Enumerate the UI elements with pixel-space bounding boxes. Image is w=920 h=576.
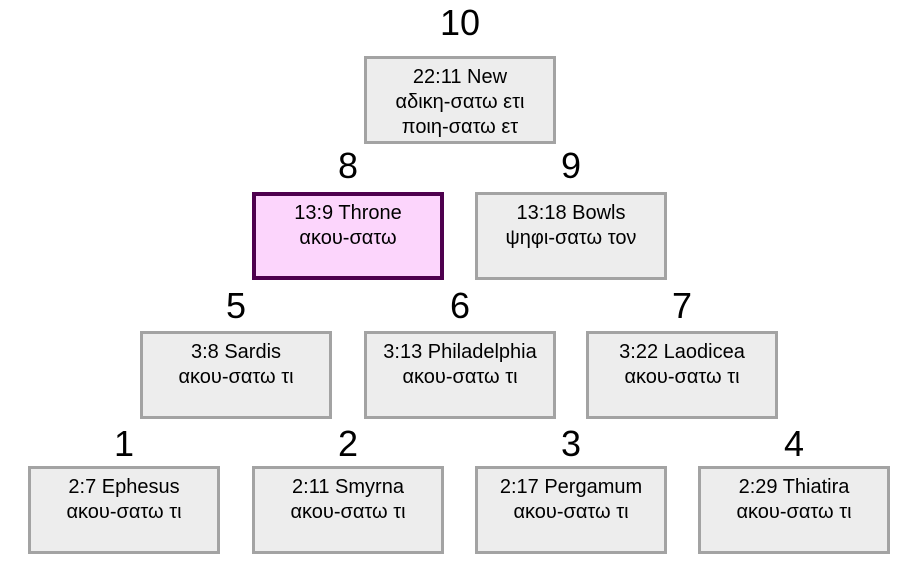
- node-number-2: 2: [337, 423, 359, 464]
- node-reference: 22:11 New: [412, 66, 508, 88]
- node-box-philadelphia[interactable]: 3:13 Philadelphia ακου-σατω τι: [364, 331, 556, 419]
- node-reference: 2:11 Smyrna: [292, 476, 404, 498]
- node-box-thiatira[interactable]: 2:29 Thiatira ακου-σατω τι: [698, 466, 890, 554]
- node-reference: 3:8 Sardis: [190, 341, 282, 363]
- node-greek: ακου-σατω τι: [290, 501, 406, 523]
- node-number-4: 4: [783, 423, 805, 464]
- node-reference: 13:18 Bowls: [516, 202, 626, 224]
- node-greek-line2: ποιη-σατω ετ: [401, 116, 519, 138]
- node-number-9: 9: [560, 145, 582, 186]
- node-number-10: 10: [439, 2, 481, 43]
- node-box-ephesus[interactable]: 2:7 Ephesus ακου-σατω τι: [28, 466, 220, 554]
- node-box-laodicea[interactable]: 3:22 Laodicea ακου-σατω τι: [586, 331, 778, 419]
- node-reference: 3:13 Philadelphia: [383, 341, 537, 363]
- node-box-throne-selected[interactable]: 13:9 Throne ακου-σατω: [252, 192, 444, 280]
- node-box-new[interactable]: 22:11 New αδικη-σατω ετι ποιη-σατω ετ: [364, 56, 556, 144]
- node-reference: 3:22 Laodicea: [619, 341, 745, 363]
- node-greek: ψηφι-σατω τον: [505, 227, 637, 249]
- node-greek: ακου-σατω τι: [513, 501, 629, 523]
- node-reference: 2:17 Pergamum: [499, 476, 643, 498]
- node-number-6: 6: [449, 285, 471, 326]
- node-number-3: 3: [560, 423, 582, 464]
- node-box-bowls[interactable]: 13:18 Bowls ψηφι-σατω τον: [475, 192, 667, 280]
- node-greek: ακου-σατω: [299, 227, 397, 249]
- node-greek-line1: αδικη-σατω ετι: [395, 91, 525, 113]
- node-box-pergamum[interactable]: 2:17 Pergamum ακου-σατω τι: [475, 466, 667, 554]
- node-number-8: 8: [337, 145, 359, 186]
- node-greek: ακου-σατω τι: [66, 501, 182, 523]
- node-reference: 13:9 Throne: [294, 202, 402, 224]
- node-greek: ακου-σατω τι: [736, 501, 852, 523]
- node-reference: 2:29 Thiatira: [738, 476, 850, 498]
- node-greek: ακου-σατω τι: [178, 366, 294, 388]
- node-number-7: 7: [671, 285, 693, 326]
- node-number-1: 1: [113, 423, 135, 464]
- node-reference: 2:7 Ephesus: [68, 476, 180, 498]
- node-number-5: 5: [225, 285, 247, 326]
- node-greek: ακου-σατω τι: [624, 366, 740, 388]
- node-box-smyrna[interactable]: 2:11 Smyrna ακου-σατω τι: [252, 466, 444, 554]
- node-box-sardis[interactable]: 3:8 Sardis ακου-σατω τι: [140, 331, 332, 419]
- node-greek: ακου-σατω τι: [402, 366, 518, 388]
